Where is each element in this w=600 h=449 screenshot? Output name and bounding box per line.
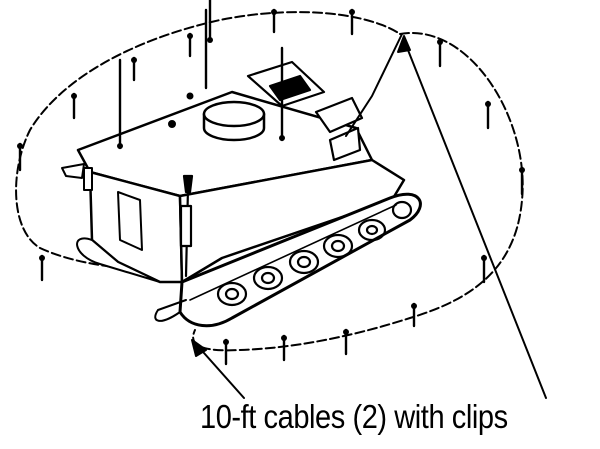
front-cable — [154, 299, 187, 322]
ground-cable-loop — [15, 11, 524, 352]
left-track-skirt — [76, 237, 161, 283]
antenna-mast — [179, 174, 194, 278]
side-fixture — [83, 167, 93, 191]
side-bracket — [61, 163, 85, 179]
road-wheels — [216, 200, 413, 307]
rear-equipment-box — [246, 60, 364, 162]
stake-heads — [17, 9, 525, 345]
cable-callout-label: 10-ft cables (2) with clips — [200, 398, 508, 435]
rear-cable — [345, 33, 403, 137]
callout-leaders — [191, 35, 547, 399]
ground-stakes — [18, 0, 524, 366]
front-door — [117, 191, 143, 251]
roof-hatch — [202, 100, 266, 142]
roof-bolts — [168, 92, 194, 128]
